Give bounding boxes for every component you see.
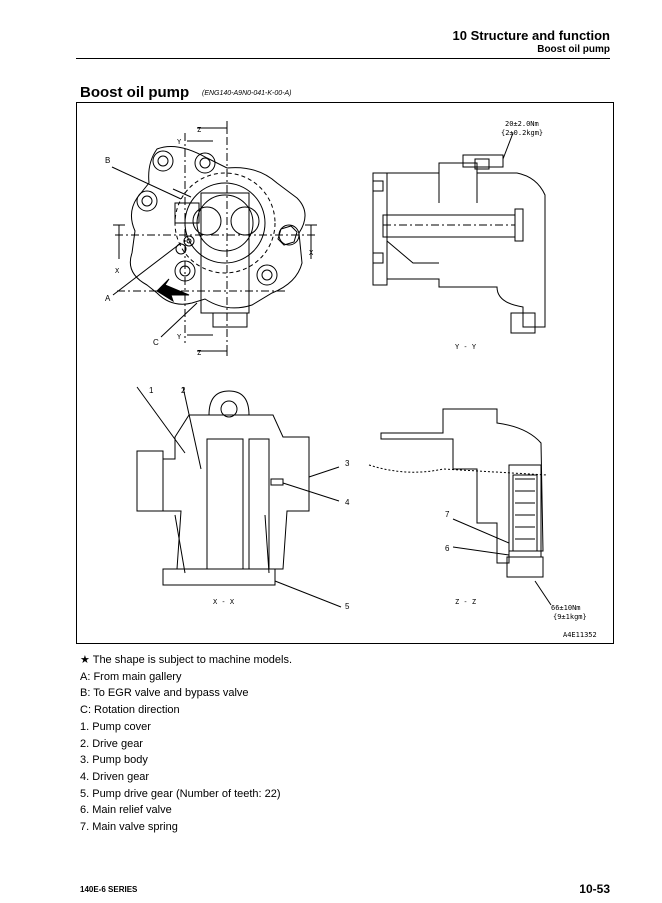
legend-item: 2. Drive gear (80, 737, 143, 750)
pump-drawing: Z Y Y Z X X B A C 20±2.0Nm {2±0.2kgm} Y … (105, 120, 597, 639)
pump-drawing-figure: Z Y Y Z X X B A C 20±2.0Nm {2±0.2kgm} Y … (76, 102, 614, 644)
callout-a: A (105, 294, 111, 303)
torque-top-line2: {2±0.2kgm} (501, 129, 543, 137)
legend: ★ The shape is subject to machine models… (80, 652, 292, 836)
page-number: 10-53 (579, 882, 610, 896)
chapter-title: 10 Structure and function (452, 28, 610, 43)
header-rule (76, 58, 610, 59)
torque-bottom-line2: {9±1kgm} (553, 613, 587, 621)
view-x-x: 1 2 3 4 5 X - X (136, 386, 350, 611)
legend-item: B: To EGR valve and bypass valve (80, 687, 249, 700)
callout-7: 7 (445, 510, 450, 519)
view-z-z: 7 6 66±10Nm {9±1kgm} Z - Z (368, 408, 587, 621)
section-marker-x-right: X (309, 249, 314, 257)
figure-id: A4E11352 (563, 631, 597, 639)
legend-note: ★ The shape is subject to machine models… (80, 654, 293, 666)
callout-6: 6 (445, 544, 450, 553)
section-marker-x-left: X (115, 267, 120, 275)
legend-item: 5. Pump drive gear (Number of teeth: 22) (80, 787, 281, 800)
callout-5: 5 (345, 602, 350, 611)
view-label-xx: X - X (213, 598, 235, 606)
section-title: Boost oil pump (80, 84, 190, 101)
section-code: (ENG140-A9N0-041-K-00-A) (202, 90, 292, 97)
legend-item: 3. Pump body (80, 754, 148, 767)
callout-4: 4 (345, 498, 350, 507)
callout-c: C (153, 338, 159, 347)
view-label-yy: Y - Y (455, 343, 477, 351)
callout-1: 1 (149, 386, 154, 395)
legend-item: 7. Main valve spring (80, 821, 178, 834)
section-marker-z-bottom: Z (197, 349, 201, 357)
front-view: Z Y Y Z X X B A C (105, 121, 317, 357)
callout-b: B (105, 156, 110, 165)
chapter-subtitle: Boost oil pump (537, 44, 610, 55)
view-label-zz: Z - Z (455, 598, 476, 606)
legend-item: 1. Pump cover (80, 720, 151, 733)
legend-item: 6. Main relief valve (80, 804, 172, 817)
section-marker-y-bottom: Y (177, 333, 182, 341)
callout-2: 2 (181, 386, 186, 395)
legend-item: C: Rotation direction (80, 704, 180, 717)
torque-top-line1: 20±2.0Nm (505, 120, 539, 128)
section-marker-y-top: Y (177, 138, 182, 146)
legend-item: A: From main gallery (80, 670, 182, 683)
torque-bottom-line1: 66±10Nm (551, 604, 581, 612)
section-marker-z-top: Z (197, 126, 201, 134)
view-y-y: 20±2.0Nm {2±0.2kgm} Y - Y (372, 120, 546, 351)
footer-series: 140E-6 SERIES (80, 885, 138, 894)
callout-3: 3 (345, 459, 350, 468)
legend-item: 4. Driven gear (80, 770, 150, 783)
